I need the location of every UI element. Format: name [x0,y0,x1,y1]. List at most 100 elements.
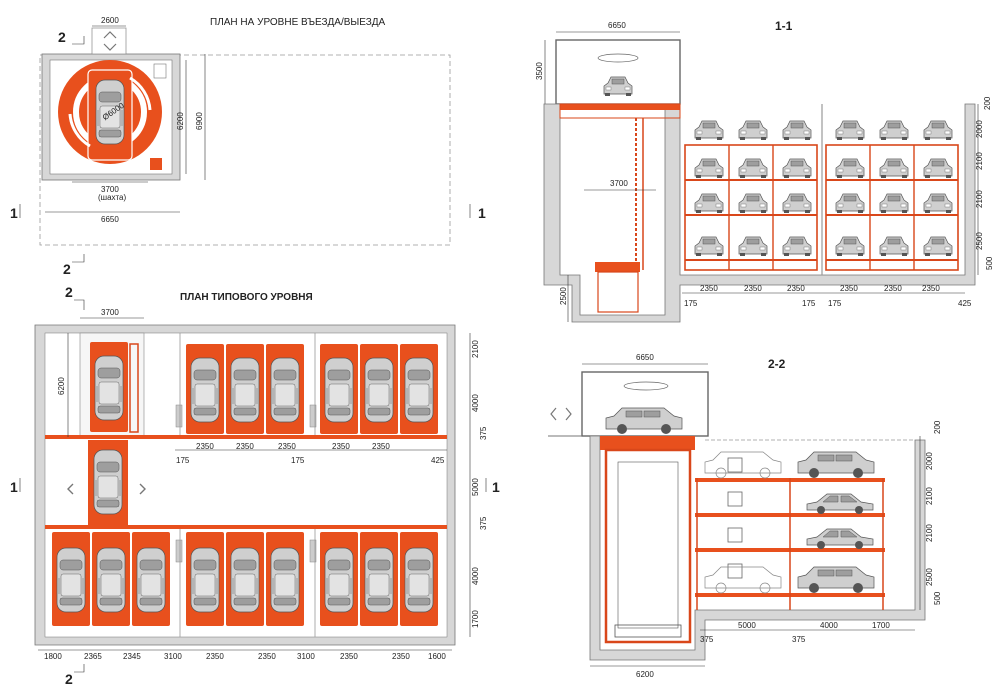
dim-s1-left-top: 3500 [535,62,544,80]
svg-text:2365: 2365 [84,652,102,661]
plan-typical-level: ПЛАН ТИПОВОГО УРОВНЯ [10,284,500,687]
svg-text:2100: 2100 [925,487,934,505]
svg-text:175: 175 [802,299,816,308]
dim-s1-shaft: 3700 [610,179,628,188]
svg-text:2350: 2350 [332,442,350,451]
bottom-row-dims: 1800 2365 2345 3100 2350 2350 3100 2350 … [38,649,452,661]
rack-2-levels [695,457,885,610]
svg-text:2350: 2350 [236,442,254,451]
dim-shaft-sub: (шахта) [98,193,126,202]
plan-entry-title: ПЛАН НА УРОВНЕ ВЪЕЗДА/ВЫЕЗДА [210,17,386,28]
svg-text:2500: 2500 [975,232,984,250]
marker-1-typ-left: 1 [10,479,18,495]
section-1-bottom-dims: 2350 2350 2350 2350 2350 2350 175 175 17… [682,284,972,308]
svg-text:175: 175 [828,299,842,308]
svg-text:2350: 2350 [196,442,214,451]
svg-text:2500: 2500 [925,568,934,586]
svg-text:4000: 4000 [471,567,480,585]
dim-overall-w: 6650 [101,215,119,224]
svg-text:5000: 5000 [738,621,756,630]
dim-s1-top: 6650 [608,21,626,30]
svg-text:1700: 1700 [471,610,480,628]
svg-text:3100: 3100 [297,652,315,661]
svg-text:3100: 3100 [164,652,182,661]
svg-text:2350: 2350 [884,284,902,293]
svg-text:2350: 2350 [340,652,358,661]
svg-text:175: 175 [291,456,305,465]
section-1-title: 1-1 [775,19,793,33]
svg-text:375: 375 [479,426,488,440]
svg-text:2350: 2350 [372,442,390,451]
section-2-bottom-dims: 375 5000 375 4000 1700 6200 [590,621,915,679]
svg-text:375: 375 [792,635,806,644]
svg-text:2350: 2350 [787,284,805,293]
svg-text:2350: 2350 [258,652,276,661]
dim-typ-top: 3700 [101,308,119,317]
dim-s2-bottom: 6200 [636,670,654,679]
svg-text:375: 375 [700,635,714,644]
upper-row-dims: 175 2350 2350 2350 175 2350 2350 425 [175,442,447,465]
svg-text:4000: 4000 [471,394,480,412]
svg-text:4000: 4000 [820,621,838,630]
dim-s1-left-bottom: 2500 [559,287,568,305]
svg-text:1600: 1600 [428,652,446,661]
svg-text:5000: 5000 [471,478,480,496]
lower-parking-row [52,532,438,626]
svg-text:2345: 2345 [123,652,141,661]
right-vertical-dims: 2100 4000 375 5000 375 4000 1700 [469,333,488,637]
svg-text:2350: 2350 [206,652,224,661]
marker-2-top: 2 [58,29,66,45]
dim-typ-left: 6200 [57,377,66,395]
dim-top: 2600 [101,16,119,25]
pavilion-1 [555,39,681,105]
svg-text:175: 175 [176,456,190,465]
svg-text:2350: 2350 [922,284,940,293]
svg-text:2350: 2350 [744,284,762,293]
rack-1-left [684,144,818,271]
svg-text:200: 200 [933,420,942,434]
marker-2-typ-bottom: 2 [65,671,73,687]
svg-text:375: 375 [479,516,488,530]
plan-typical-title: ПЛАН ТИПОВОГО УРОВНЯ [180,292,313,303]
section-1-1: 1-1 6650 3500 3700 2500 [535,19,994,323]
svg-text:425: 425 [958,299,972,308]
svg-text:2000: 2000 [975,120,984,138]
svg-text:2000: 2000 [925,452,934,470]
svg-text:2100: 2100 [975,152,984,170]
section-1-walls [543,103,976,323]
svg-text:2100: 2100 [471,340,480,358]
building-outline [39,54,451,246]
svg-text:1700: 1700 [872,621,890,630]
marker-1-left: 1 [10,205,18,221]
svg-text:2350: 2350 [392,652,410,661]
svg-text:500: 500 [985,256,994,270]
entry-gate [91,27,127,55]
svg-text:500: 500 [933,591,942,605]
dim-v1: 6200 [176,112,185,130]
dim-shaft-w: 3700 [101,185,119,194]
dim-s2-top: 6650 [636,353,654,362]
marker-1-typ-right: 1 [492,479,500,495]
rack-1-right [825,144,959,271]
svg-text:1800: 1800 [44,652,62,661]
plan-entry-level: ПЛАН НА УРОВНЕ ВЪЕЗДА/ВЫЕЗДА Ø6000 2600 … [10,16,486,277]
marker-2-bottom: 2 [63,261,71,277]
svg-text:175: 175 [684,299,698,308]
svg-text:425: 425 [431,456,445,465]
dim-v2: 6900 [195,112,204,130]
section-1-right-dims: 200 2000 2100 2100 2500 500 [975,96,994,275]
svg-text:2100: 2100 [925,524,934,542]
section-2-right-dims: 200 2000 2100 2100 2500 500 [919,420,942,610]
svg-text:2100: 2100 [975,190,984,208]
svg-text:2350: 2350 [278,442,296,451]
marker-2-typ-top: 2 [65,284,73,300]
upper-parking-row [186,344,438,434]
section-2-2: 2-2 6650 [548,353,942,679]
section-2-walls [589,435,926,661]
svg-text:200: 200 [983,96,992,110]
svg-text:2350: 2350 [840,284,858,293]
svg-text:2350: 2350 [700,284,718,293]
marker-1-right: 1 [478,205,486,221]
section-2-title: 2-2 [768,357,786,371]
